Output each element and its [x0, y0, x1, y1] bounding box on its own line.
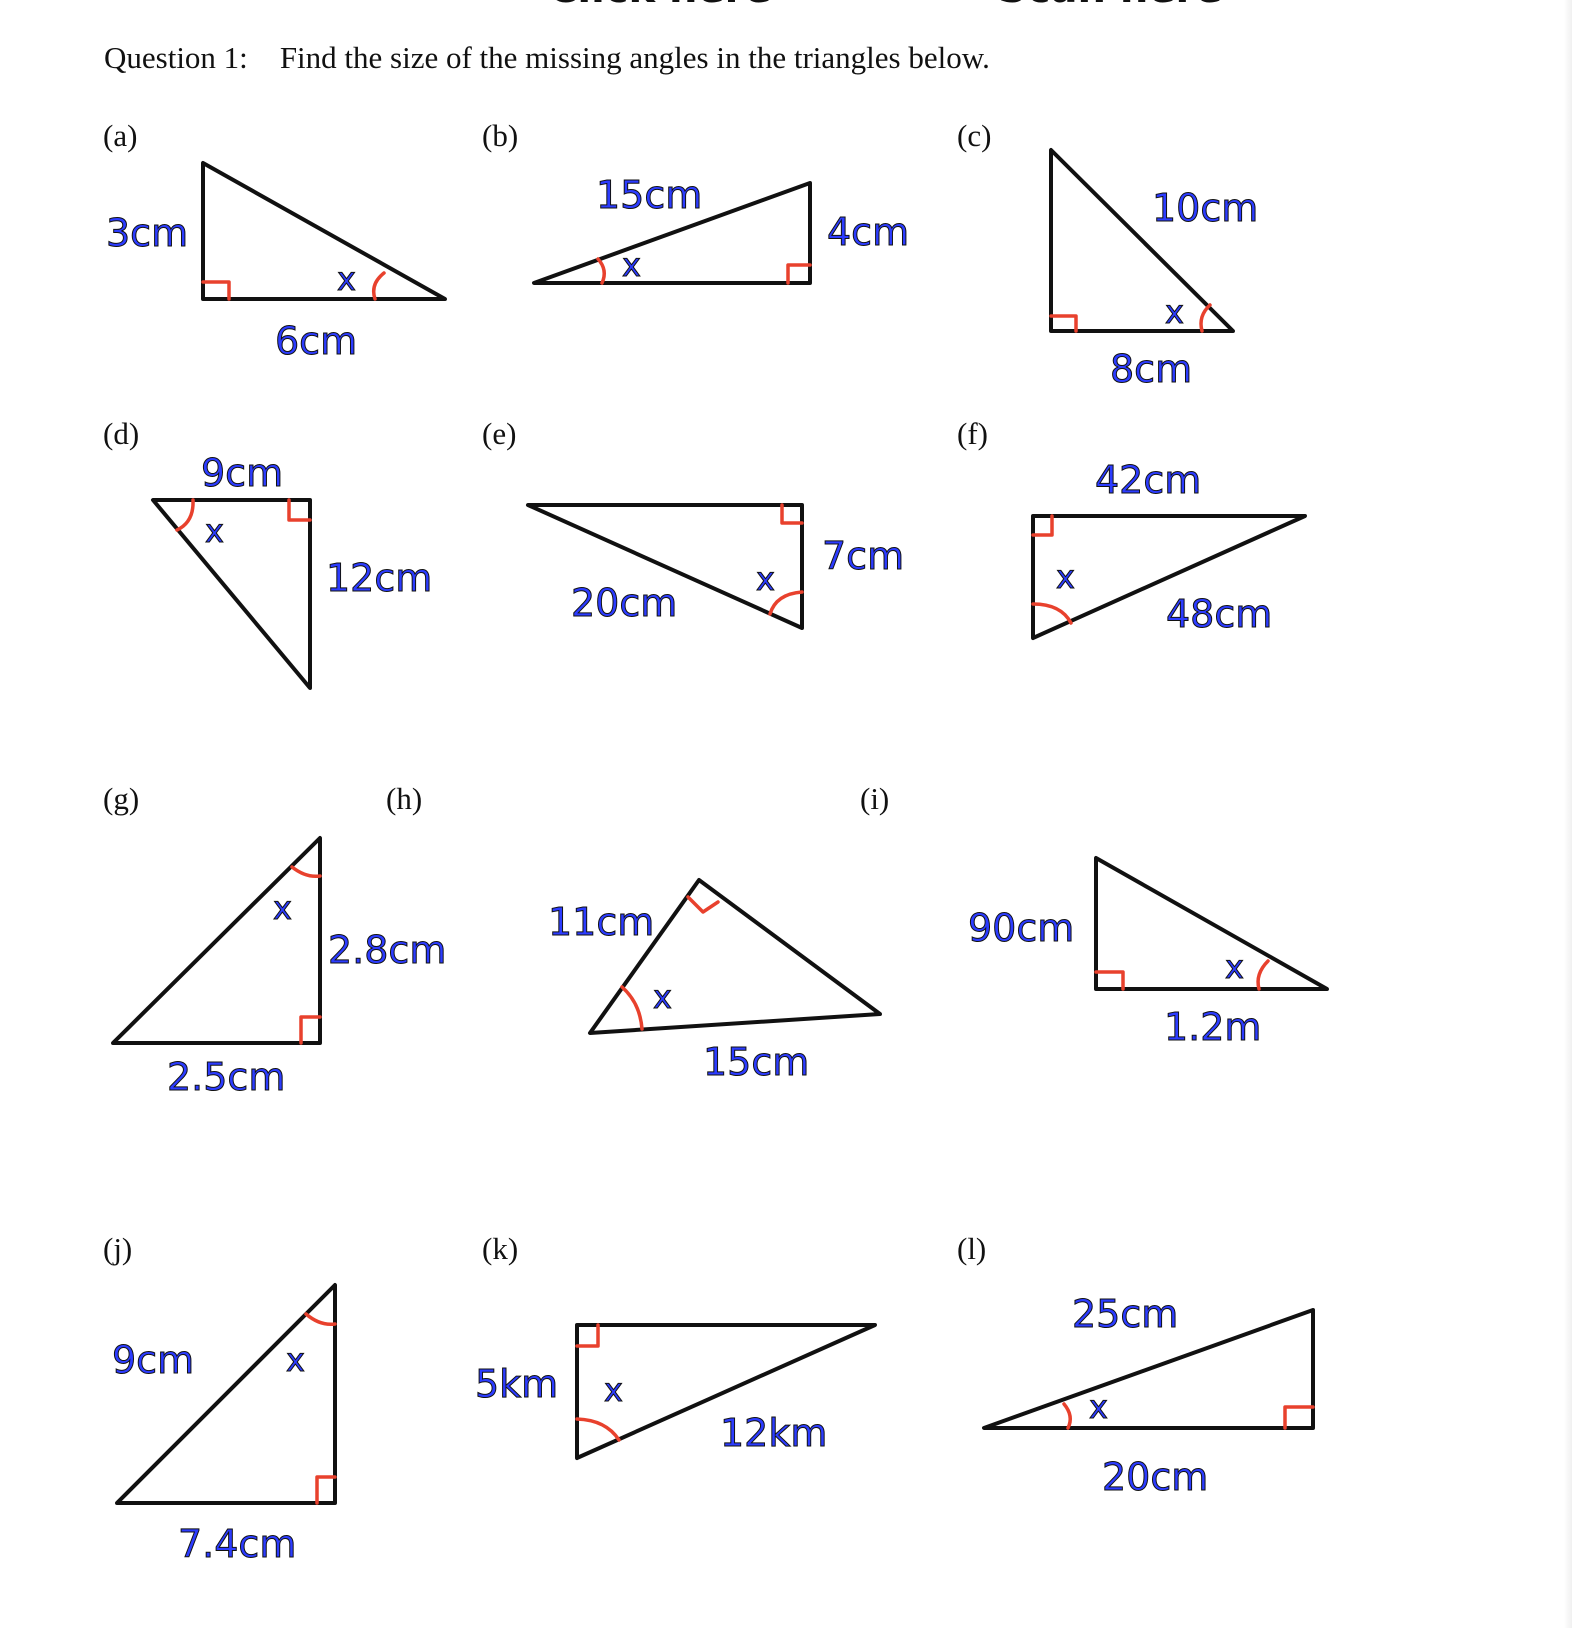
question-number: Question 1: [104, 40, 248, 75]
side-label-c-1: 10cm [1152, 186, 1258, 230]
triangle-c: x 10cm 8cm [1049, 148, 1259, 392]
side-label-k-1: 5km [475, 1362, 558, 1406]
unknown-angle-f: x [1056, 558, 1075, 596]
side-label-l-2: 20cm [1102, 1455, 1208, 1499]
side-label-f-1: 42cm [1095, 458, 1201, 502]
question-heading: Question 1: Find the size of the missing … [104, 40, 990, 76]
part-label-k: (k) [482, 1231, 519, 1266]
question-prompt: Find the size of the missing angles in t… [279, 40, 990, 75]
part-label-d: (d) [103, 416, 140, 451]
unknown-angle-c: x [1165, 293, 1184, 331]
triangle-d: x 9cm 12cm [151, 451, 433, 690]
unknown-angle-g: x [273, 889, 292, 927]
part-label-f: (f) [957, 416, 988, 451]
triangle-h: x 11cm 15cm [548, 878, 882, 1085]
side-label-h-1: 11cm [548, 900, 654, 944]
triangle-j: x 9cm 7.4cm [112, 1283, 337, 1567]
triangle-l: x 25cm 20cm [982, 1292, 1315, 1500]
side-label-a-1: 3cm [106, 211, 188, 255]
part-label-a: (a) [103, 118, 138, 153]
side-label-k-2: 12km [720, 1411, 827, 1455]
page-edge-shadow [1564, 0, 1572, 1628]
side-label-d-1: 9cm [201, 451, 283, 495]
side-label-f-2: 48cm [1166, 592, 1272, 636]
part-label-j: (j) [103, 1231, 133, 1266]
unknown-angle-h: x [653, 978, 672, 1016]
triangle-f: x 42cm 48cm [1031, 458, 1307, 640]
side-label-b-2: 4cm [827, 210, 909, 254]
unknown-angle-a: x [337, 260, 356, 298]
side-label-i-2: 1.2m [1164, 1005, 1261, 1049]
unknown-angle-b: x [622, 246, 641, 284]
part-label-h: (h) [386, 781, 423, 816]
side-label-e-1: 7cm [822, 534, 904, 578]
unknown-angle-d: x [205, 512, 224, 550]
triangle-i: x 90cm 1.2m [968, 856, 1329, 1050]
triangle-g: x 2.8cm 2.5cm [111, 836, 447, 1100]
part-label-l: (l) [957, 1231, 987, 1266]
side-label-l-1: 25cm [1072, 1292, 1178, 1336]
triangle-b: x 15cm 4cm [532, 173, 910, 285]
unknown-angle-i: x [1225, 948, 1244, 986]
click-here-link[interactable]: Click here [548, 0, 771, 12]
part-label-b: (b) [482, 118, 519, 153]
scan-here-link[interactable]: Scan here [998, 0, 1222, 12]
part-label-g: (g) [103, 781, 140, 816]
side-label-g-2: 2.5cm [167, 1055, 285, 1099]
side-label-a-2: 6cm [275, 319, 357, 363]
unknown-angle-k: x [604, 1371, 623, 1409]
triangle-k: x 5km 12km [475, 1323, 877, 1460]
part-label-c: (c) [957, 118, 992, 153]
side-label-d-2: 12cm [326, 556, 432, 600]
side-label-e-2: 20cm [571, 581, 677, 625]
side-label-g-1: 2.8cm [328, 928, 446, 972]
side-label-j-2: 7.4cm [178, 1522, 296, 1566]
triangle-a: x 3cm 6cm [106, 161, 447, 364]
side-label-c-2: 8cm [1110, 347, 1192, 391]
side-label-j-1: 9cm [112, 1338, 194, 1382]
triangle-e: x 7cm 20cm [526, 503, 905, 630]
side-label-i-1: 90cm [968, 906, 1074, 950]
unknown-angle-e: x [756, 560, 775, 598]
side-label-h-2: 15cm [703, 1040, 809, 1084]
part-label-i: (i) [860, 781, 890, 816]
side-label-b-1: 15cm [596, 173, 702, 217]
unknown-angle-j: x [286, 1341, 305, 1379]
part-label-e: (e) [482, 416, 517, 451]
unknown-angle-l: x [1089, 1388, 1108, 1426]
